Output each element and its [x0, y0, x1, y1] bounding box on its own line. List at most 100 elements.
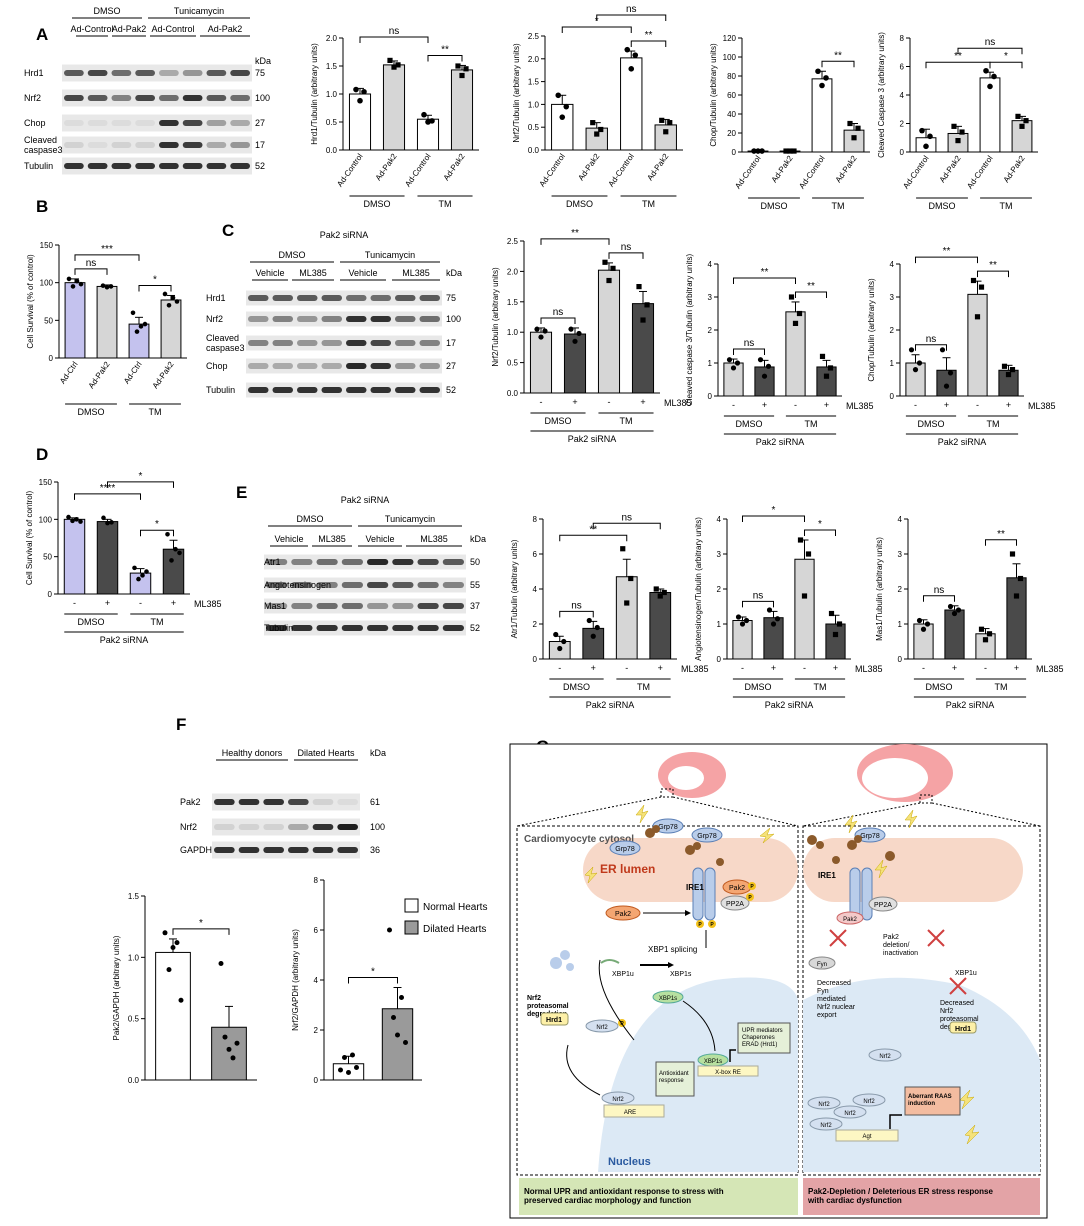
significance-label: ns	[626, 4, 637, 15]
data-point	[338, 1067, 343, 1073]
data-point	[538, 334, 544, 340]
blot_C-row-kda: 17	[446, 338, 456, 348]
y-tick-label: 0.0	[128, 1076, 140, 1085]
data-point	[815, 68, 821, 75]
blot_E-row-kda: 52	[470, 623, 480, 633]
blot-band	[182, 95, 203, 101]
blot-strip	[212, 793, 360, 811]
blot-band	[417, 625, 439, 631]
y-axis-label: Nrf2/Tubulin (arbitrary units)	[491, 267, 500, 367]
y-tick-label: 2.5	[528, 32, 540, 41]
data-point	[661, 589, 667, 596]
nrf2-cytosolic-label: Nrf2	[596, 1025, 608, 1031]
panel-label-d: D	[36, 445, 48, 464]
group-label: TM	[637, 682, 650, 692]
xbox-label: X-box RE	[715, 1070, 741, 1076]
y-tick-label: 0	[732, 148, 737, 157]
data-point	[1009, 367, 1016, 373]
data-point	[943, 383, 950, 389]
pak2-deletion-text-line: inactivation	[883, 950, 918, 957]
x-category-label: -	[803, 663, 806, 673]
significance-bracket	[359, 36, 429, 43]
significance-label: *	[595, 16, 599, 27]
blot-band	[346, 387, 367, 393]
group-label: TM	[995, 682, 1008, 692]
blot-band	[346, 316, 367, 322]
grp78-label-3: Grp78	[697, 833, 717, 840]
bar	[155, 951, 191, 1081]
blot-strip	[62, 157, 252, 175]
blot-strip	[62, 114, 252, 132]
blot-band	[87, 163, 108, 169]
blot-band	[321, 340, 342, 346]
y-tick-label: 2	[898, 585, 903, 594]
group-label: TM	[439, 199, 452, 209]
x-category-label: +	[944, 400, 949, 410]
data-point	[590, 633, 596, 639]
bar	[967, 293, 988, 397]
legend-swatch-dilated	[404, 920, 419, 935]
raas-box	[904, 1086, 961, 1116]
blot-band	[111, 120, 132, 126]
nrf2-right-label-5: Nrf2	[820, 1123, 832, 1129]
x-category-label: Ad-Pak2	[1002, 154, 1027, 185]
data-point	[1009, 551, 1016, 557]
blot-band	[263, 847, 284, 853]
blot_C-group-label: Tunicamycin	[365, 250, 415, 260]
bottom-label: Pak2 siRNA	[586, 700, 635, 710]
data-point	[951, 610, 958, 617]
significance-label: **	[761, 267, 769, 278]
blot-band	[395, 387, 416, 393]
blot-band	[214, 824, 235, 830]
data-point	[399, 995, 404, 1000]
data-point	[586, 617, 592, 624]
data-point	[170, 295, 176, 301]
blot-strip	[264, 620, 466, 636]
x-category-label: Ad-Pak2	[151, 360, 176, 391]
blot-band	[206, 70, 227, 76]
data-point	[761, 373, 768, 379]
data-point	[234, 1040, 240, 1046]
group-label: TM	[832, 201, 845, 211]
data-point	[421, 111, 427, 118]
blot_A-lane-label: Ad-Pak2	[112, 24, 147, 34]
y-axis-label: Nrf2/GAPDH (arbitrary units)	[291, 929, 300, 1031]
y-axis-label: Chop/Tubulin (arbitrary units)	[867, 278, 876, 382]
bar	[811, 78, 833, 153]
data-point	[74, 278, 80, 284]
normal-caption-text-line: preserved cardiac morphology and functio…	[524, 1196, 691, 1205]
x-category-label: Ad-Pak2	[834, 154, 859, 185]
upr-mediators-text-line: Chaperones	[742, 1035, 775, 1041]
y-tick-label: 1.5	[528, 78, 540, 87]
y-tick-label: 3	[708, 293, 713, 302]
data-point	[667, 120, 673, 126]
data-point	[429, 118, 435, 124]
blot_A-group-label: DMSO	[94, 6, 121, 16]
blot_E-group-label: Tunicamycin	[385, 514, 435, 524]
blot-band	[263, 824, 284, 830]
group-label: TM	[149, 407, 162, 417]
x-category-label: +	[833, 663, 838, 673]
blot_F-row-kda: 61	[370, 797, 380, 807]
data-point	[644, 302, 650, 308]
hrd1-label-right: Hrd1	[955, 1026, 971, 1033]
blot-strip	[264, 598, 466, 614]
y-tick-label: 1.0	[507, 328, 519, 337]
significance-label: *	[153, 274, 157, 285]
data-point	[827, 365, 834, 371]
data-point	[632, 52, 639, 58]
decreased-degradation-text-line: proteasomal	[940, 1016, 979, 1023]
group-label: DMSO	[929, 201, 956, 211]
data-point	[765, 363, 772, 369]
data-point	[395, 62, 401, 68]
y-tick-label: 0	[898, 655, 903, 664]
data-point	[78, 281, 84, 287]
significance-bracket	[172, 928, 230, 935]
data-point	[739, 621, 746, 627]
group-label: DMSO	[566, 199, 593, 209]
data-point	[140, 573, 145, 578]
data-point	[459, 72, 465, 79]
significance-label: ns	[621, 512, 632, 523]
significance-label: ns	[389, 26, 400, 37]
